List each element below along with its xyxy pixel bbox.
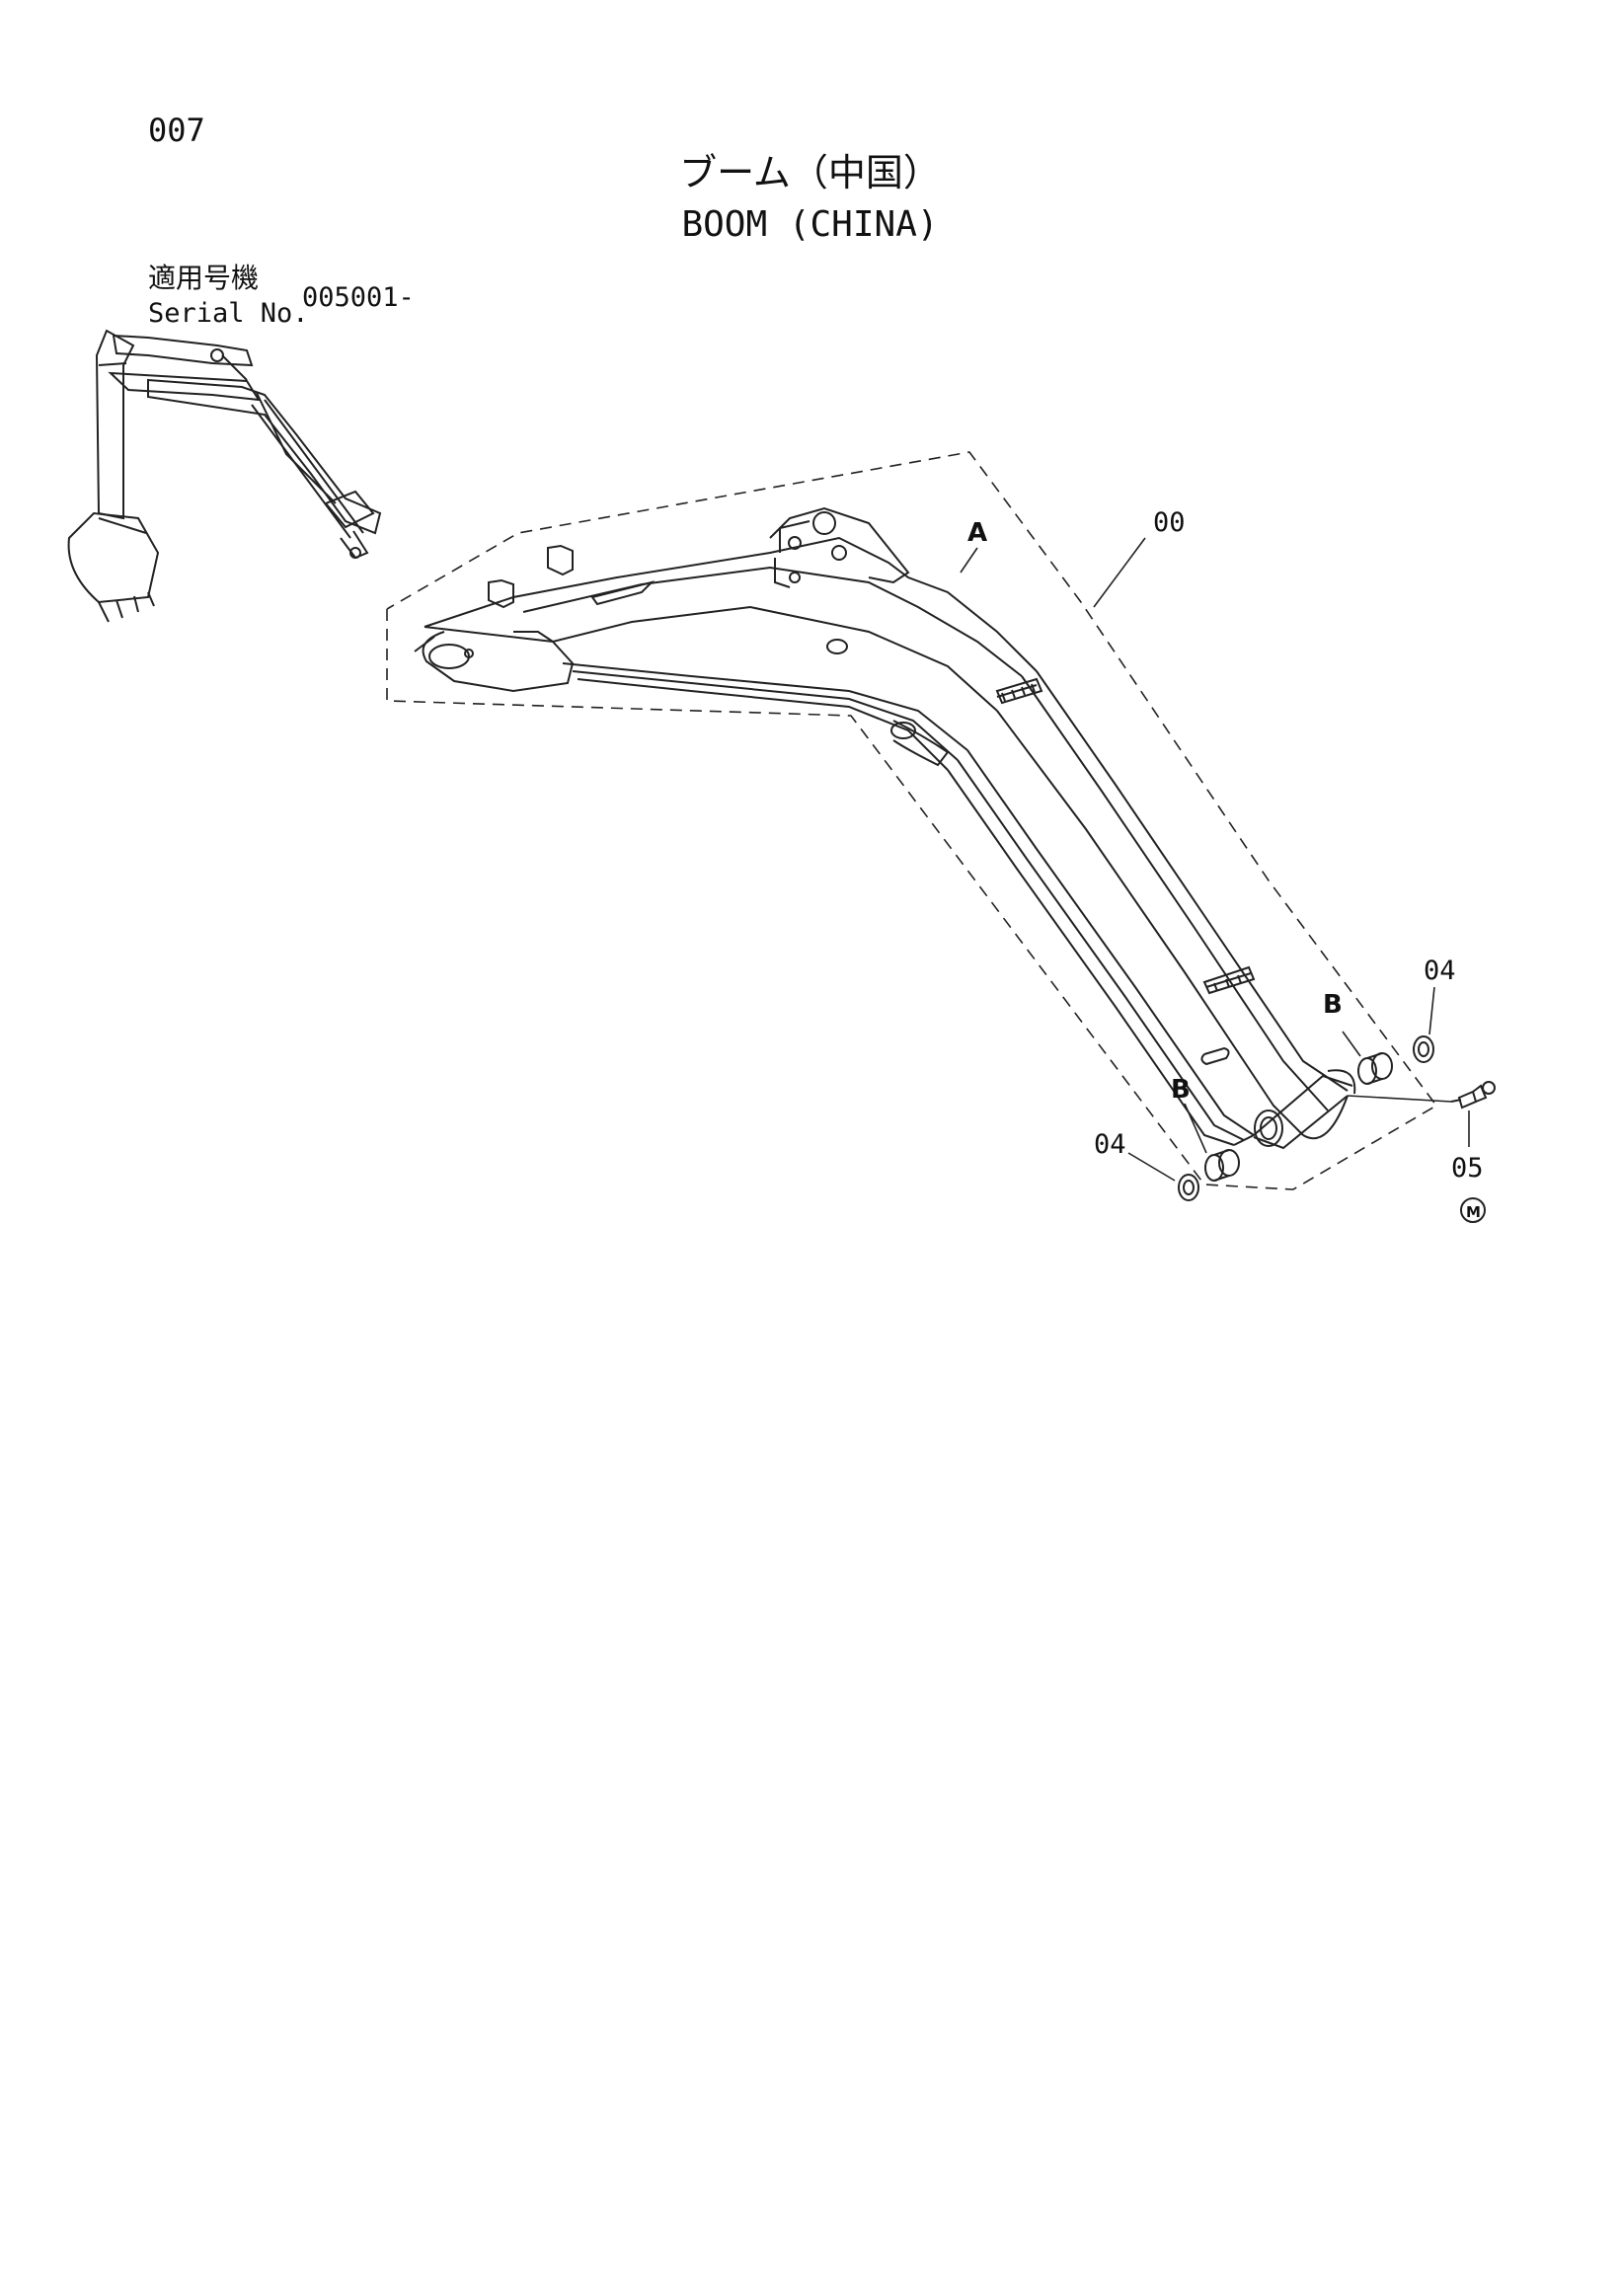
mark-circle bbox=[1460, 1197, 1486, 1223]
assembly-boundary bbox=[386, 451, 1438, 1190]
excavator-thumbnail bbox=[67, 329, 382, 623]
boom-assembly bbox=[414, 506, 1356, 1150]
callout-assembly: 00 bbox=[1153, 507, 1186, 538]
title-japanese: ブーム（中国） bbox=[679, 151, 941, 194]
callout-shim-right: 04 bbox=[1424, 956, 1456, 986]
shim-right bbox=[1413, 1035, 1434, 1063]
callout-bushing-right: B bbox=[1323, 990, 1343, 1020]
serial-label-japanese: 適用号機 bbox=[148, 262, 260, 294]
bushing-left bbox=[1204, 1149, 1240, 1182]
callout-bushing-left: B bbox=[1171, 1075, 1191, 1105]
callout-weld-a: A bbox=[967, 518, 987, 548]
callout-shim-left: 04 bbox=[1094, 1129, 1126, 1160]
mark-letter: M bbox=[1466, 1203, 1481, 1221]
callout-grease-fitting: 05 bbox=[1451, 1153, 1484, 1184]
grease-fitting bbox=[1450, 1081, 1496, 1110]
title-english: BOOM (CHINA) bbox=[681, 204, 939, 245]
bushing-right bbox=[1357, 1052, 1393, 1085]
page-number: 007 bbox=[148, 112, 205, 149]
serial-number-value: 005001- bbox=[302, 282, 415, 313]
shim-left bbox=[1178, 1174, 1199, 1201]
leader-lines bbox=[960, 537, 1470, 1182]
serial-label-english: Serial No. bbox=[148, 298, 309, 329]
